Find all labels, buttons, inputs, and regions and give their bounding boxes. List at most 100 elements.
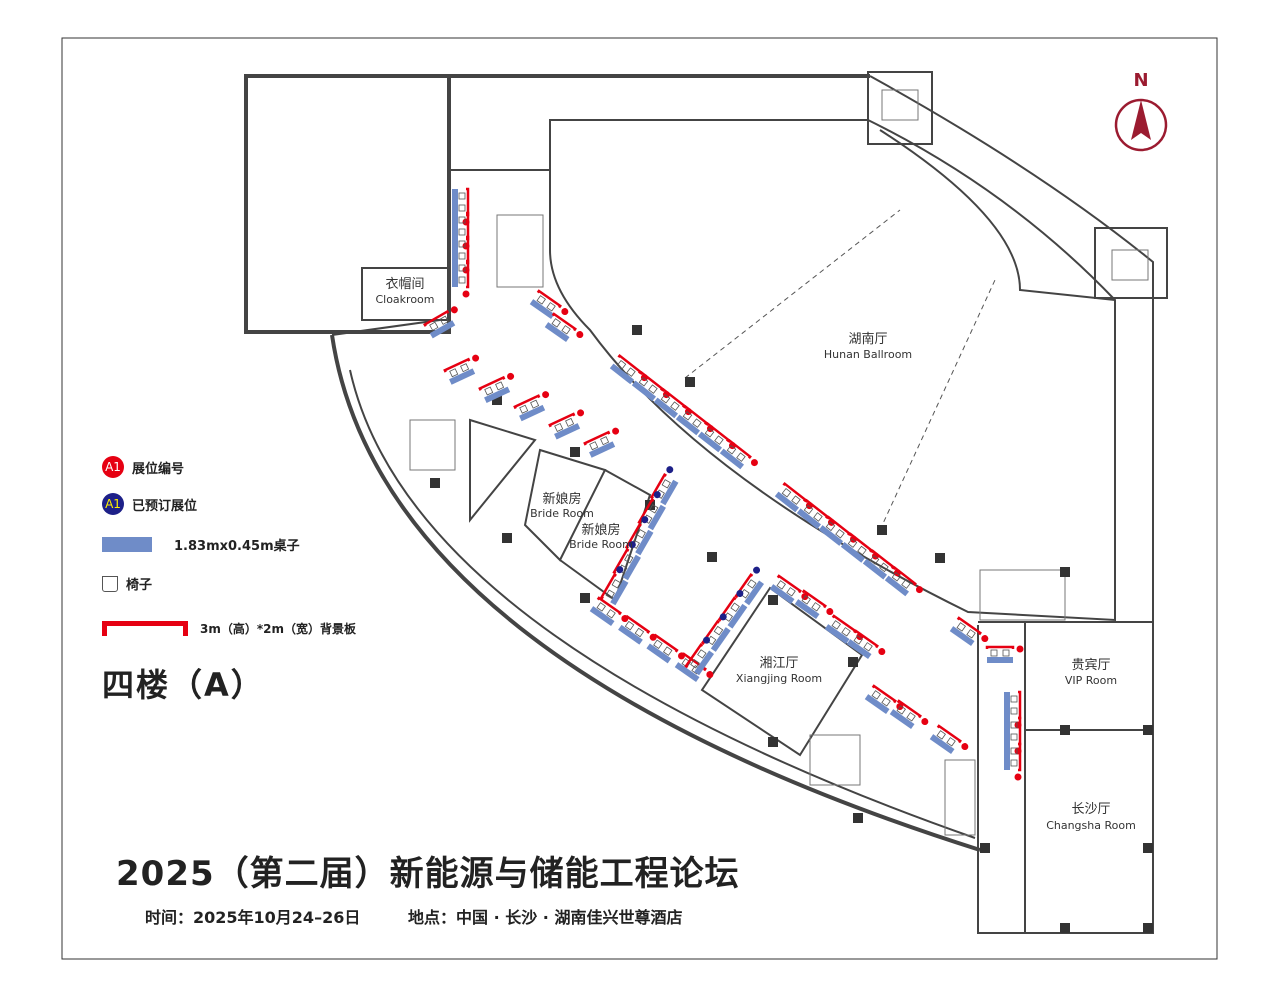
chair-icon	[638, 376, 649, 387]
compass: N	[1114, 70, 1168, 152]
chair-icon	[458, 216, 466, 224]
booth-table	[727, 603, 748, 629]
booth-backboard	[985, 645, 1015, 649]
chair-icon	[561, 325, 571, 335]
booth-table	[646, 643, 672, 664]
booth	[609, 353, 648, 385]
booth-backboard	[639, 370, 664, 392]
chair-icon	[936, 730, 946, 740]
booth	[697, 421, 736, 453]
chair-icon	[554, 422, 564, 432]
booth-number-marker	[961, 743, 969, 751]
chair-icon	[813, 512, 823, 522]
booth	[513, 391, 550, 422]
chair-icon	[661, 479, 671, 489]
booth-backboard	[423, 309, 450, 327]
chair-icon	[551, 318, 561, 328]
booth-number-marker	[641, 516, 649, 524]
booth-number-marker	[561, 308, 569, 316]
booth	[544, 312, 584, 343]
chair-icon	[624, 620, 635, 631]
booth-table	[452, 261, 458, 287]
chair-icon	[736, 452, 746, 462]
booth-table	[589, 606, 615, 627]
booth	[794, 589, 834, 620]
booth-number-marker	[753, 566, 761, 574]
booth-backboard	[661, 387, 686, 409]
pillar	[768, 595, 778, 605]
booth	[583, 427, 620, 458]
booth-table	[484, 386, 511, 403]
booth	[452, 259, 470, 298]
chair-icon	[730, 602, 740, 613]
pillars	[430, 325, 1153, 933]
chair-icon	[946, 737, 956, 747]
booth-table	[1004, 692, 1010, 718]
legend-label: 3m（高）*2m（宽）背景板	[200, 622, 356, 636]
vip-cn: 贵宾厅	[1071, 657, 1110, 673]
booth-number-marker	[921, 718, 929, 726]
pillar	[935, 553, 945, 563]
booth-backboard	[896, 699, 922, 719]
booth-backboard	[612, 548, 630, 575]
chair-icon	[458, 204, 466, 212]
booth-table	[818, 525, 844, 546]
booth	[649, 466, 679, 506]
chair-icon	[835, 528, 845, 539]
chair-icon	[966, 629, 976, 639]
booth-table	[697, 431, 723, 453]
booth-backboard	[583, 430, 611, 446]
booth	[529, 289, 569, 320]
event-location: 地点：中国 · 长沙 · 湖南佳兴世尊酒店	[408, 908, 683, 927]
chair-icon	[871, 690, 881, 700]
legend-reserved: A1 已预订展位	[102, 493, 197, 515]
chair-icon	[429, 321, 439, 331]
bride1-cn: 新娘房	[542, 491, 581, 507]
booth-number-marker	[576, 331, 584, 339]
booth-table	[647, 504, 666, 531]
booth-backboard	[848, 532, 873, 553]
pillar	[768, 737, 778, 747]
booth	[452, 235, 470, 274]
booth	[653, 387, 692, 419]
booth	[624, 516, 654, 556]
chair-icon	[636, 529, 646, 539]
chair-icon	[624, 554, 634, 564]
bride2-en: Bride Room	[569, 538, 633, 551]
booth-table	[589, 441, 616, 458]
chair-icon	[449, 368, 459, 378]
booth-number-marker	[750, 459, 758, 467]
booth-table	[544, 322, 570, 343]
chair-icon	[863, 642, 873, 652]
chair-icon	[616, 359, 627, 370]
xiangjiang-en: Xiangjing Room	[736, 672, 822, 685]
booth-number-marker	[616, 566, 624, 574]
frame	[61, 37, 1218, 960]
booth-number-marker	[612, 427, 620, 435]
booth-backboard	[637, 498, 655, 525]
reserved-badge: A1	[102, 493, 124, 515]
booth-table	[744, 580, 765, 606]
booth-number-marker	[878, 648, 886, 656]
chair-icon	[791, 495, 801, 505]
chair-icon	[831, 620, 841, 630]
pillar	[877, 525, 887, 535]
chair-icon	[726, 444, 737, 455]
booth-number-marker	[981, 635, 989, 643]
changsha-en: Changsha Room	[1046, 819, 1136, 832]
booth-number-marker	[1016, 645, 1024, 653]
chair-icon	[841, 627, 851, 637]
north-label: N	[1133, 70, 1148, 91]
booth	[1004, 742, 1022, 781]
chair-icon	[484, 386, 494, 396]
chair-icon	[670, 401, 680, 411]
chair-icon	[611, 579, 621, 589]
floor-label: 四楼（A）	[102, 666, 265, 704]
legend-table: 1.83mx0.45m桌子	[102, 535, 300, 554]
chair-icon	[803, 504, 814, 515]
chair-icon	[565, 417, 575, 427]
booth-table	[846, 639, 872, 660]
chair-icon	[1002, 649, 1010, 657]
booth-table	[769, 584, 795, 605]
booth-table	[429, 320, 456, 339]
